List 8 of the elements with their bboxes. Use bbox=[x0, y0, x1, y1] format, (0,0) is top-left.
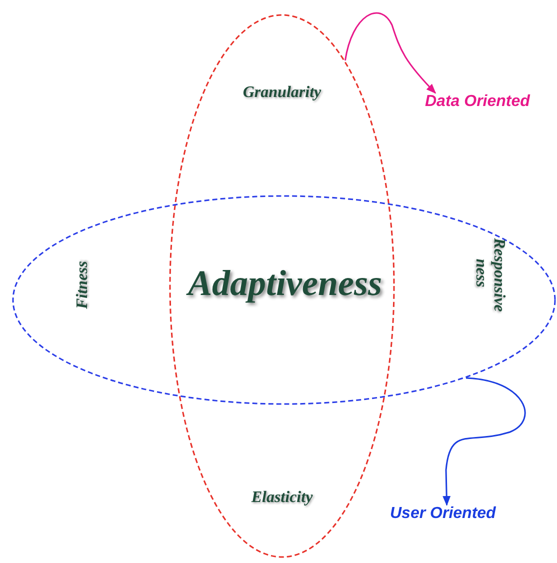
curved-arrow bbox=[344, 12, 436, 94]
region-label: Granularity bbox=[242, 84, 322, 102]
region-label: Elasticity bbox=[251, 489, 313, 507]
category-label: Data Oriented bbox=[425, 93, 530, 111]
center-label: Adaptiveness bbox=[188, 262, 382, 304]
curved-arrow bbox=[442, 377, 526, 506]
region-label: Fitness bbox=[74, 260, 92, 312]
category-label: User Oriented bbox=[390, 505, 496, 523]
